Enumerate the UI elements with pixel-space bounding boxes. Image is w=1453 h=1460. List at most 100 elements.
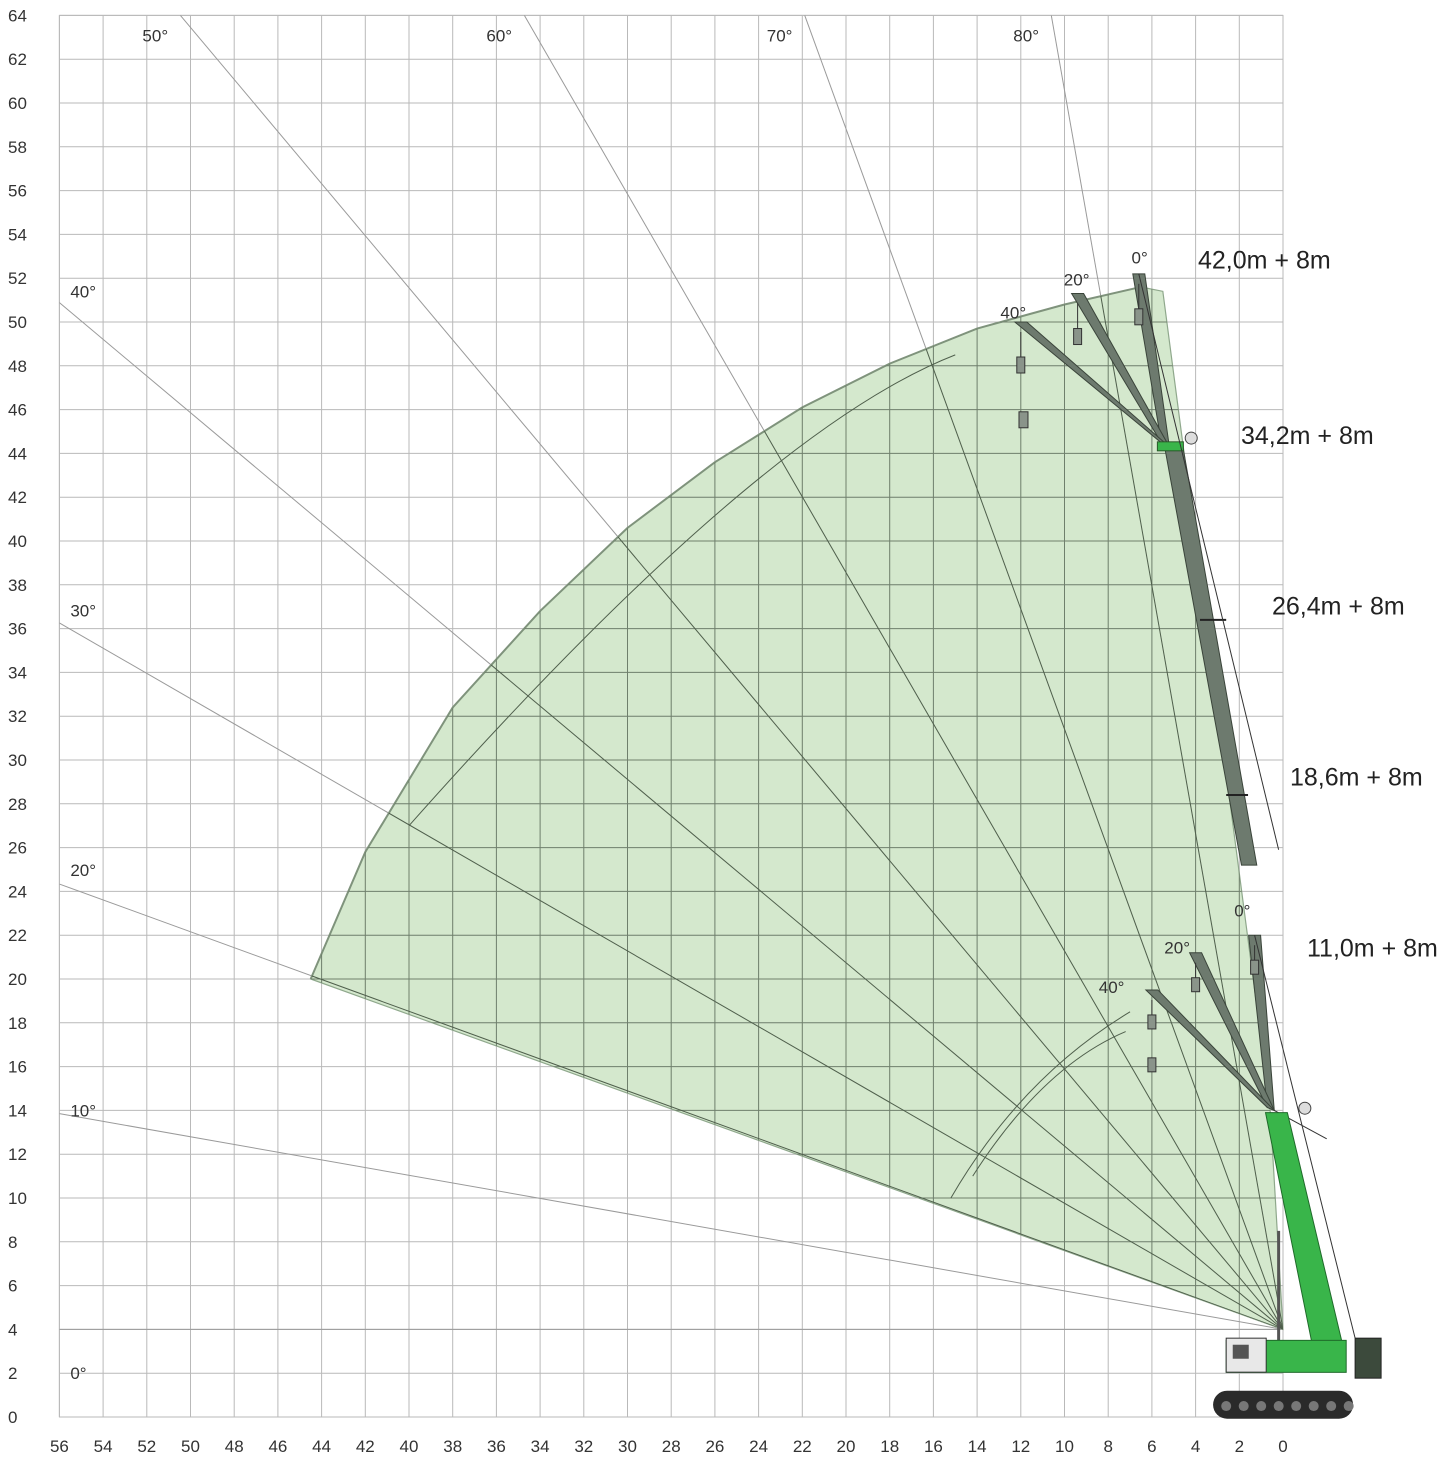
inner-luff-line [310,286,1283,1330]
counterweight [1354,1337,1382,1379]
boom-config-label: 26,4m + 8m [1272,593,1405,621]
jib-angle-label: 40° [1099,978,1125,997]
y-tick-label: 18 [8,1014,27,1033]
y-tick-label: 42 [8,488,27,507]
y-tick-label: 22 [8,926,27,945]
sheave [1184,431,1198,445]
x-tick-label: 30 [618,1437,637,1456]
hook-block [1147,1057,1157,1073]
track-roller [1291,1401,1302,1412]
y-tick-label: 30 [8,751,27,770]
y-axis-ticks: 0246810121416182022242628303234363840424… [8,6,27,1427]
boom-angle-label: 0° [70,1364,86,1383]
track-roller [1326,1401,1337,1412]
boom-config-label: 42,0m + 8m [1198,247,1331,275]
y-tick-label: 16 [8,1058,27,1077]
boom-angle-label: 80° [1013,26,1039,45]
y-tick-label: 56 [8,182,27,201]
boom-config-label: 18,6m + 8m [1290,764,1423,792]
hook-block [1147,1014,1157,1030]
x-tick-label: 46 [268,1437,287,1456]
x-tick-label: 38 [443,1437,462,1456]
x-tick-label: 44 [312,1437,331,1456]
x-tick-label: 42 [356,1437,375,1456]
crane-drawing [1013,273,1382,1419]
y-tick-label: 38 [8,576,27,595]
y-tick-label: 8 [8,1233,17,1252]
track-roller [1256,1401,1267,1412]
y-tick-label: 46 [8,401,27,420]
x-tick-label: 26 [705,1437,724,1456]
jib-angle-label: 0° [1234,901,1250,920]
y-tick-label: 62 [8,50,27,69]
x-tick-label: 54 [94,1437,113,1456]
x-tick-label: 24 [749,1437,768,1456]
jib-angle-labels: 0°20°40°0°20°40° [1000,249,1250,997]
y-tick-label: 54 [8,225,27,244]
y-tick-label: 48 [8,357,27,376]
hook-block [1250,959,1260,975]
hook-block [1018,411,1029,429]
hook-block [1191,977,1201,993]
y-tick-label: 28 [8,795,27,814]
x-tick-label: 10 [1055,1437,1074,1456]
y-tick-label: 32 [8,707,27,726]
y-tick-label: 44 [8,444,27,463]
jib-angle-label: 0° [1132,249,1148,268]
inner-arc [950,1011,1131,1199]
y-tick-label: 26 [8,839,27,858]
plot-frame [58,14,1284,1418]
hook-block [1073,328,1083,346]
x-tick-label: 40 [400,1437,419,1456]
boom-config-labels: 42,0m + 8m 34,2m + 8m 26,4m + 8m 18,6m + 8m… [1198,247,1438,963]
boom-config-label: 34,2m + 8m [1241,422,1374,450]
working-range [309,285,1284,1331]
x-tick-label: 34 [531,1437,550,1456]
boom-angle-label: 40° [70,283,96,302]
y-tick-label: 52 [8,269,27,288]
x-tick-label: 48 [225,1437,244,1456]
y-tick-label: 36 [8,620,27,639]
inner-luff-line [598,286,1283,1330]
boom-angle-label: 20° [70,861,96,880]
x-tick-label: 6 [1147,1437,1156,1456]
x-tick-label: 20 [837,1437,856,1456]
inner-arc [408,354,956,827]
x-tick-label: 52 [137,1437,156,1456]
x-tick-label: 50 [181,1437,200,1456]
x-tick-label: 2 [1235,1437,1244,1456]
track-roller [1238,1401,1249,1412]
track-roller [1273,1401,1284,1412]
y-tick-label: 40 [8,532,27,551]
track-roller [1221,1401,1232,1412]
jib-angle-label: 20° [1064,271,1090,290]
y-tick-label: 10 [8,1189,27,1208]
hook-block [1016,356,1026,374]
boom-angle-label: 60° [486,26,512,45]
x-tick-label: 22 [793,1437,812,1456]
hook-block [1134,308,1144,326]
boom-angle-label: 70° [767,26,793,45]
inner-luff-line [310,328,1283,1330]
y-tick-label: 0 [8,1408,17,1427]
guy-line [1138,273,1280,850]
y-tick-label: 34 [8,663,27,682]
jib-head [1156,441,1184,452]
jib-angle-label: 20° [1164,938,1190,957]
x-tick-label: 36 [487,1437,506,1456]
x-tick-label: 56 [50,1437,69,1456]
y-tick-label: 60 [8,94,27,113]
y-tick-label: 24 [8,882,27,901]
jib [1144,989,1275,1111]
guy-line [1254,935,1356,1339]
x-tick-label: 16 [924,1437,943,1456]
x-tick-label: 28 [662,1437,681,1456]
x-tick-label: 18 [880,1437,899,1456]
y-tick-label: 6 [8,1277,17,1296]
x-tick-label: 32 [574,1437,593,1456]
y-tick-label: 64 [8,6,27,25]
x-tick-label: 14 [968,1437,987,1456]
cabin-window [1232,1344,1249,1359]
